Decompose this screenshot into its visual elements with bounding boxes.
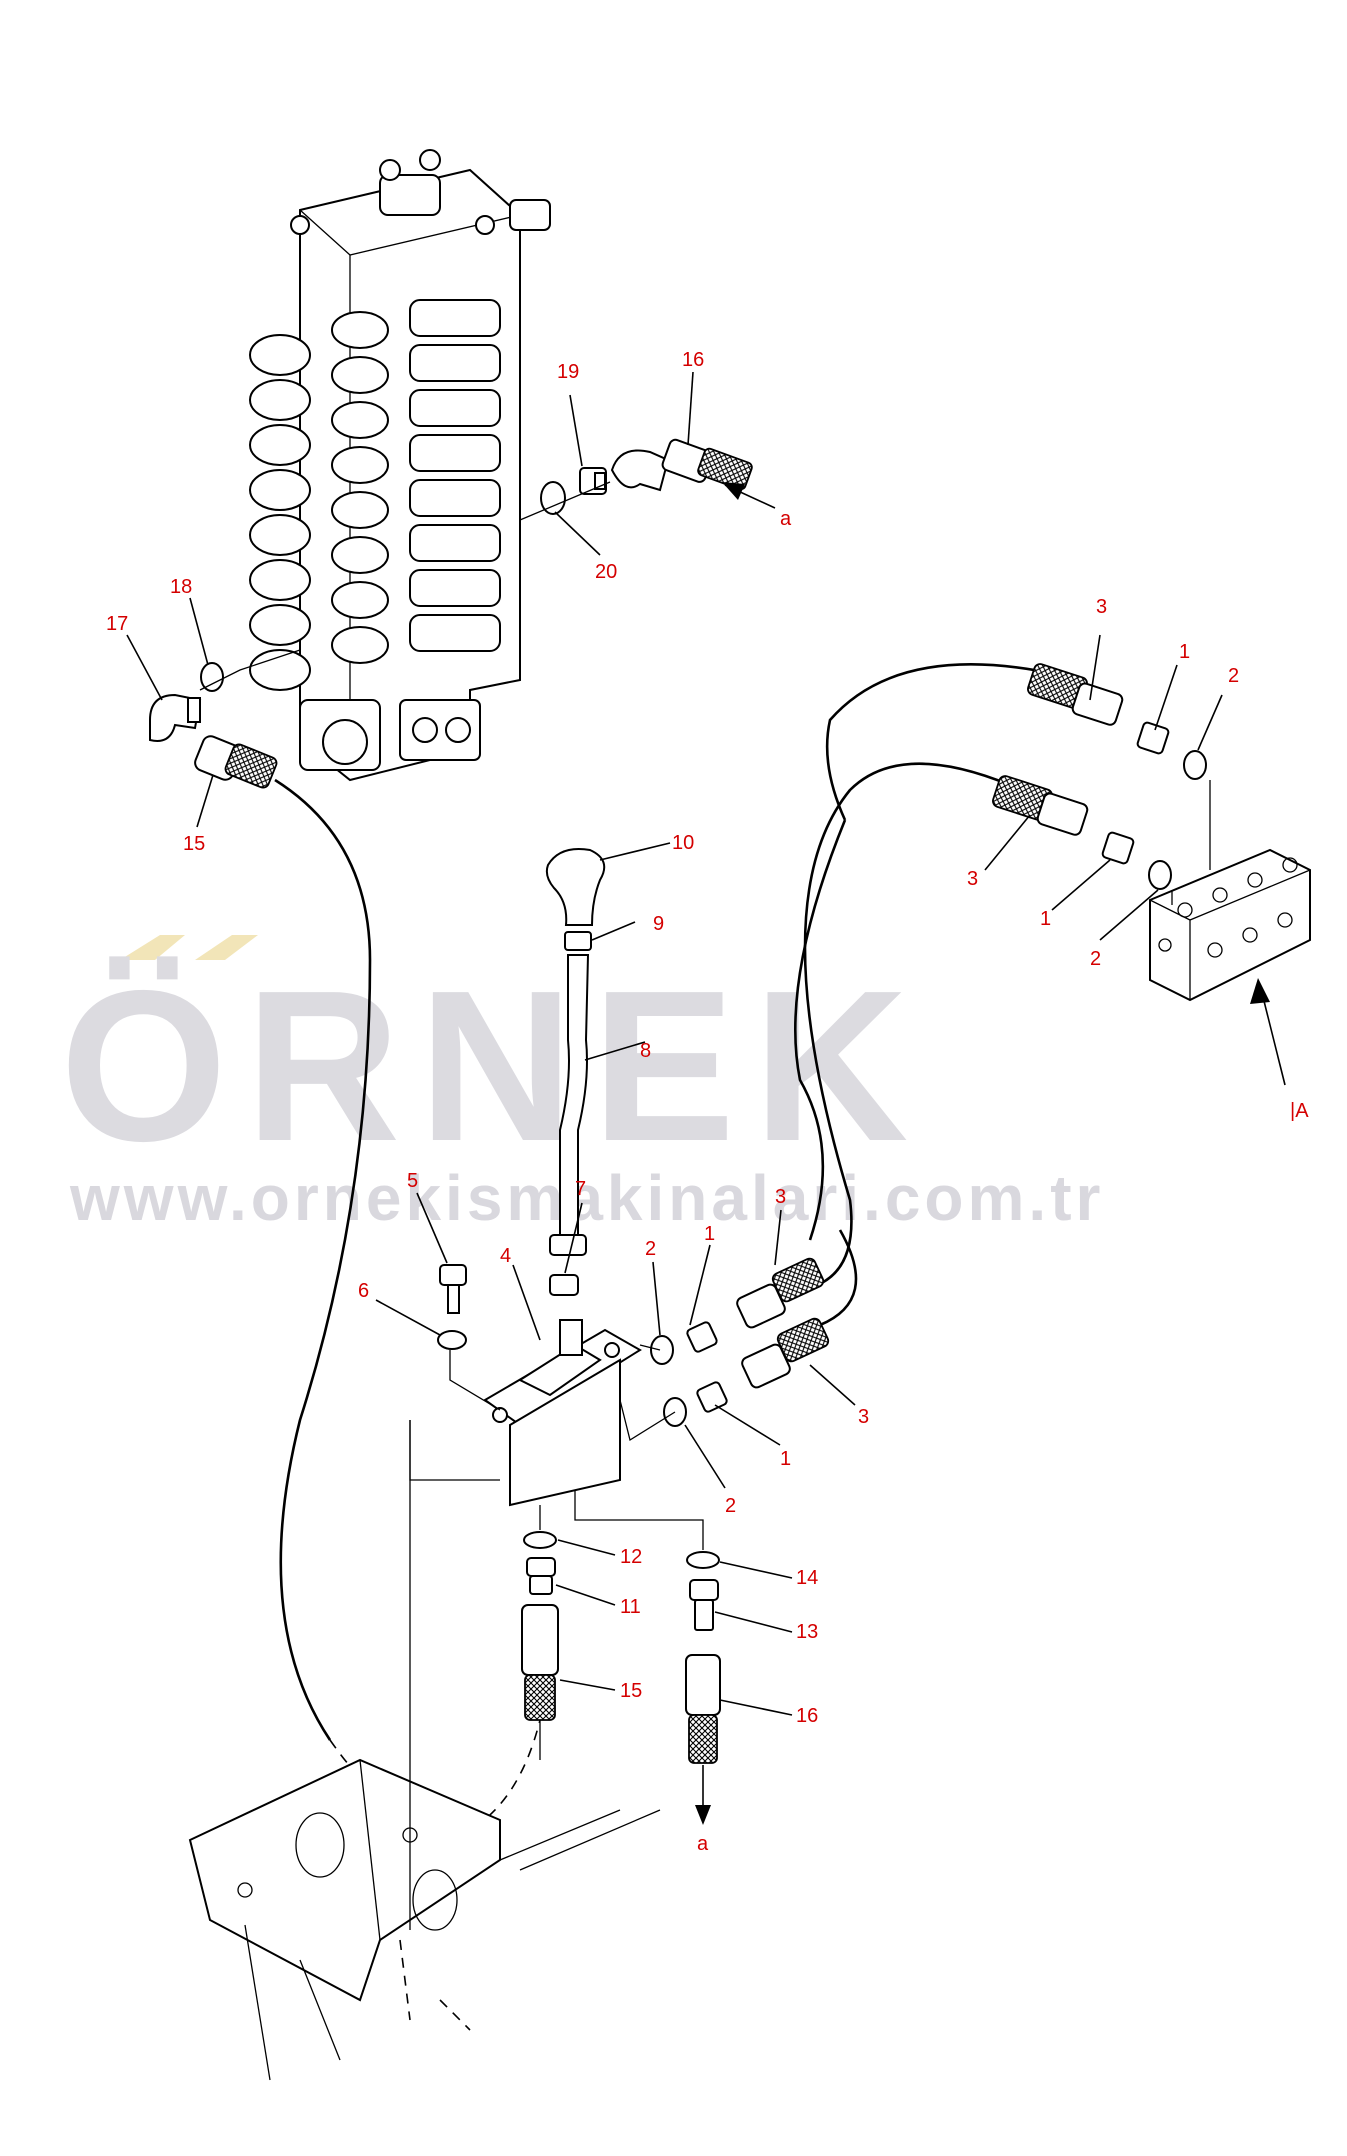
callout-A: |A (1290, 1100, 1309, 1122)
callout-20: 20 (595, 561, 617, 583)
connector-lines (199, 481, 1211, 1930)
callout-16-top: 16 (682, 349, 704, 371)
callout-1-valve-upper: 1 (704, 1223, 715, 1245)
callout-2-upper: 2 (1228, 665, 1239, 687)
callout-15-top: 15 (183, 833, 205, 855)
watermark-url: www.ornekismakinalari.com.tr (69, 1162, 1104, 1234)
callout-6: 6 (358, 1280, 369, 1302)
callout-7: 7 (575, 1178, 586, 1200)
watermark: ÖRNEK www.ornekismakinalari.com.tr (60, 935, 1104, 1234)
callout-3-upper: 3 (1096, 596, 1107, 618)
valve-4 (483, 1319, 642, 1507)
o-ring-14 (686, 1551, 720, 1569)
callout-2-valve-lower: 2 (725, 1495, 736, 1517)
callout-14: 14 (796, 1567, 818, 1589)
watermark-accent-right (195, 935, 258, 960)
adapter-11 (526, 1557, 556, 1595)
callout-1-valve-lower: 1 (780, 1448, 791, 1470)
callout-1-upper: 1 (1179, 641, 1190, 663)
hose-mid-upper (650, 819, 847, 1365)
manifold-block (1149, 848, 1311, 1002)
hose-end-15-top (194, 735, 278, 789)
callout-8: 8 (640, 1040, 651, 1062)
callout-15-bottom: 15 (620, 1680, 642, 1702)
bracket (188, 1758, 661, 2081)
arrow-a-top-head (722, 482, 745, 500)
callout-11: 11 (620, 1596, 641, 1618)
o-ring-20 (540, 481, 566, 515)
washer-6 (437, 1330, 467, 1350)
hose-upper-right (825, 663, 1207, 821)
o-ring-12 (523, 1531, 557, 1549)
hose-15-long (274, 778, 372, 1741)
callout-5: 5 (407, 1170, 418, 1192)
callout-2-lower: 2 (1090, 948, 1101, 970)
callout-16-bottom: 16 (796, 1705, 818, 1727)
callout-3-valve-upper: 3 (775, 1186, 786, 1208)
nut-7 (549, 1274, 579, 1296)
callout-4: 4 (500, 1245, 511, 1267)
callout-a-top: a (780, 508, 792, 530)
callout-1-lower: 1 (1040, 908, 1051, 930)
callout-3-valve-lower: 3 (858, 1406, 869, 1428)
callout-a-bottom: a (697, 1833, 709, 1855)
elbow-17 (149, 693, 202, 742)
callout-9: 9 (653, 913, 664, 935)
arrow-a-bottom-head (695, 1805, 711, 1825)
callout-18: 18 (170, 576, 192, 598)
valve-spools (249, 299, 501, 691)
leader-lines (126, 371, 1223, 1716)
callout-2-valve-upper: 2 (645, 1238, 656, 1260)
hose-end-16-bottom (685, 1654, 721, 1764)
bolt-5 (439, 1264, 467, 1314)
hose-end-15-bottom (521, 1604, 559, 1721)
o-ring-18 (200, 662, 224, 692)
callout-17: 17 (106, 613, 128, 635)
callouts: 19 16 20 a 18 17 15 10 9 8 3 1 2 3 1 2 |… (106, 349, 1309, 1855)
callout-3-lower: 3 (967, 868, 978, 890)
knob-10 (545, 848, 606, 926)
watermark-accent-left (120, 935, 185, 960)
lever-8 (549, 954, 590, 1256)
arrow-A-head (1250, 978, 1270, 1004)
adapter-13 (689, 1579, 719, 1631)
callout-13: 13 (796, 1621, 818, 1643)
nut-9 (564, 931, 592, 951)
fitting-19 (579, 467, 607, 495)
control-valve (249, 149, 551, 782)
callout-12: 12 (620, 1546, 642, 1568)
hose-mid-lower (663, 1229, 858, 1427)
callout-19: 19 (557, 361, 579, 383)
callout-10: 10 (672, 832, 694, 854)
hose-end-16-top (610, 438, 753, 492)
hose-lower-right (799, 762, 1172, 1292)
watermark-brand: ÖRNEK (60, 945, 926, 1186)
